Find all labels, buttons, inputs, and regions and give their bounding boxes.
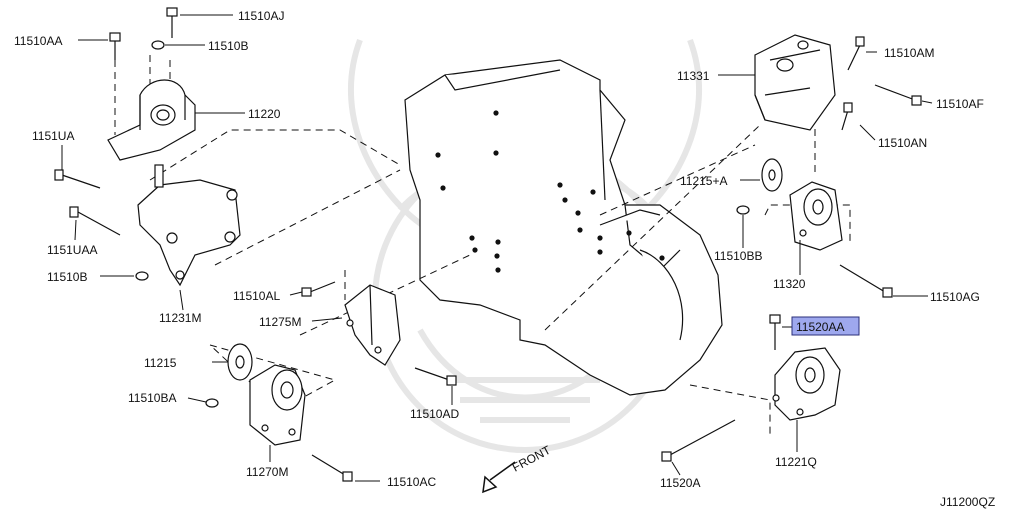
part-11331-bracket	[754, 34, 836, 131]
label-11215[interactable]: 11215	[144, 356, 177, 370]
label-11510AM[interactable]: 11510AM	[884, 46, 934, 60]
label-11510AC[interactable]: 11510AC	[387, 475, 436, 489]
label-11510AD[interactable]: 11510AD	[410, 407, 459, 421]
label-11510BA[interactable]: 11510BA	[128, 391, 177, 405]
bolts	[54, 7, 922, 482]
label-11231M[interactable]: 11231M	[159, 311, 201, 325]
label-11270M[interactable]: 11270M	[246, 465, 288, 479]
label-11221Q[interactable]: 11221Q	[775, 455, 817, 469]
highlight-box	[791, 316, 860, 336]
label-11320[interactable]: 11320	[773, 277, 806, 291]
label-11510AJ[interactable]: 11510AJ	[238, 9, 284, 23]
label-11510AN[interactable]: 11510AN	[878, 136, 927, 150]
label-11510AF[interactable]: 11510AF	[936, 97, 984, 111]
part-11220-mount	[107, 79, 196, 161]
label-1151UA[interactable]: 1151UA	[32, 129, 74, 143]
part-11221Q-mount	[772, 347, 841, 421]
label-11275M[interactable]: 11275M	[259, 315, 301, 329]
label-11331[interactable]: 11331	[677, 69, 710, 83]
label-11510B-top[interactable]: 11510B	[208, 39, 248, 53]
leader-lines	[61, 14, 933, 482]
engine-block	[404, 59, 723, 396]
part-11215-washer	[227, 343, 253, 381]
part-11320-mount	[789, 181, 843, 251]
label-11215A[interactable]: 11215+A	[680, 174, 728, 188]
label-1151UAA[interactable]: 1151UAA	[47, 243, 97, 257]
label-11510AA[interactable]: 11510AA	[14, 34, 63, 48]
label-11510AL[interactable]: 11510AL	[233, 289, 280, 303]
label-11510AG[interactable]: 11510AG	[930, 290, 980, 304]
part-11270M-mount	[249, 364, 306, 446]
label-11520AA[interactable]: 11520AA	[796, 320, 845, 334]
label-11510B-bottom[interactable]: 11510B	[47, 270, 87, 284]
label-11220[interactable]: 11220	[248, 107, 281, 121]
label-11520A[interactable]: 11520A	[660, 476, 700, 490]
label-11510BB[interactable]: 11510BB	[714, 249, 763, 263]
diagram-id: J11200QZ	[940, 495, 995, 509]
part-11215A-washer	[761, 158, 783, 192]
part-11275M-bracket	[344, 284, 401, 366]
part-labels: 11510AJ 11510AA 11510B 11220 1151UA 1151…	[14, 9, 995, 509]
part-11231M-bracket	[137, 164, 241, 287]
